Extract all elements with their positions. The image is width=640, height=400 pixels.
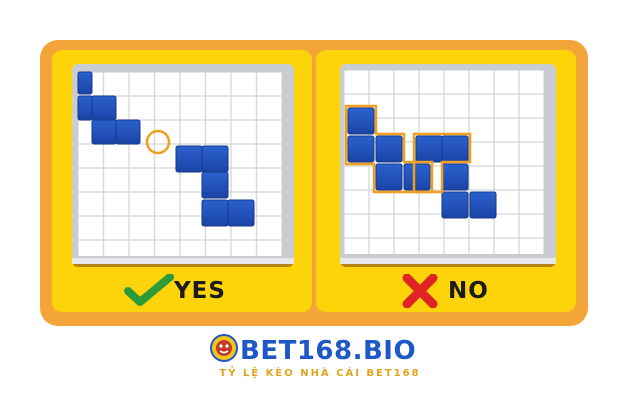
yes-verdict: YES: [52, 274, 312, 308]
block: [375, 135, 403, 163]
no-grid-illustration: [340, 70, 556, 264]
brand-logo[interactable]: BET168.BIO: [210, 334, 430, 368]
block: [347, 135, 375, 163]
block: [347, 107, 375, 135]
block: [441, 163, 469, 191]
yes-label: YES: [174, 278, 226, 304]
panel-divider: [312, 40, 316, 326]
yes-grid-board: [72, 64, 294, 264]
yes-blocks: [77, 71, 255, 227]
block: [77, 71, 93, 95]
invalid-overlap-highlight: [344, 104, 472, 194]
cross-icon: [402, 274, 438, 308]
block: [441, 135, 469, 163]
block: [469, 191, 497, 219]
mascot-emblem-icon: [210, 334, 238, 362]
brand-tagline: TỶ LỆ KÈO NHÀ CÁI BET168: [219, 368, 421, 379]
block: [91, 119, 117, 145]
block: [403, 163, 431, 191]
yes-grid-illustration: [72, 71, 294, 264]
block: [115, 119, 141, 145]
no-panel: NO: [316, 50, 576, 312]
block: [91, 95, 117, 121]
block: [441, 191, 469, 219]
no-grid-board: [340, 64, 556, 264]
block: [201, 199, 229, 227]
no-blocks: [347, 107, 497, 219]
block: [227, 199, 255, 227]
block: [201, 145, 229, 173]
comparison-board: YES: [40, 40, 588, 326]
block: [415, 135, 443, 163]
block: [175, 145, 203, 173]
block: [375, 163, 403, 191]
block: [77, 95, 93, 121]
no-verdict: NO: [316, 274, 576, 308]
block: [201, 171, 229, 199]
checkmark-icon: [124, 274, 174, 306]
corner-touch-highlight: [145, 129, 171, 155]
yes-panel: YES: [52, 50, 312, 312]
brand-name: BET168.BIO: [240, 336, 417, 366]
no-label: NO: [448, 278, 489, 304]
